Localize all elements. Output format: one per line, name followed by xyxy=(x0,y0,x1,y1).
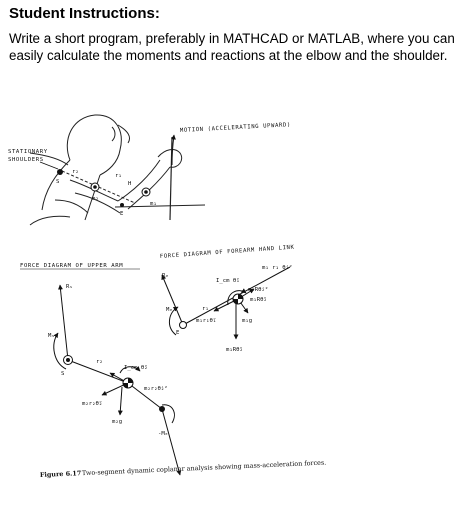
stationary-label-1: STATIONARY xyxy=(8,149,48,155)
fa-re: Rₑ xyxy=(162,273,169,279)
ua-m2r2w: m₂r₂θ̇₂² xyxy=(144,385,168,392)
upper-arm-title: FORCE DIAGRAM OF UPPER ARM xyxy=(20,263,123,269)
fa-m1rw2: m₁Rθ̇₂² xyxy=(248,286,268,293)
fa-icm: I_cm θ̈₁ xyxy=(216,278,240,284)
sketch-label-r1: r₁ xyxy=(115,173,122,179)
sketch-joints xyxy=(57,169,151,207)
stationary-leader xyxy=(39,161,59,170)
fa-m1ra: m₁Rθ̈₂ xyxy=(250,297,267,303)
motion-label: MOTION (ACCELERATING UPWARD) xyxy=(180,122,291,134)
caption-label: Figure 6.17 xyxy=(40,469,82,479)
ua-m2r2a: m₂r₂θ̈₂ xyxy=(82,401,102,407)
arm-sketch xyxy=(29,114,206,226)
fa-r1: r₁ xyxy=(202,306,209,312)
sketch-label-m2: m₂ xyxy=(92,196,99,202)
caption-text: Two-segment dynamic coplanar analysis sh… xyxy=(82,459,327,478)
fa-e: E xyxy=(176,330,180,336)
upper-arm-diagram xyxy=(53,284,182,476)
ua-neg-me: -Mₑ xyxy=(158,431,168,437)
fa-m1g: m₁g xyxy=(242,318,252,324)
ua-r2: r₂ xyxy=(96,359,103,365)
figure-caption: Figure 6.17 Two-segment dynamic coplanar… xyxy=(40,459,327,479)
sketch-label-m1: m₁ xyxy=(150,201,157,207)
fa-m1rw2b: m₁Rθ̈₂ xyxy=(226,347,243,353)
instructions-heading: Student Instructions: xyxy=(9,5,160,22)
sketch-label-e: E xyxy=(120,211,124,217)
figure-6-17: MOTION (ACCELERATING UPWARD) STATIONARY … xyxy=(8,114,327,479)
ua-ms: Mₛ xyxy=(48,333,55,339)
instructions-text: Write a short program, preferably in MAT… xyxy=(9,31,455,63)
ua-icm: I_cm θ̈₂ xyxy=(124,365,148,371)
fa-me: Mₑ xyxy=(166,307,173,313)
ua-m2g: m₂g xyxy=(112,419,122,425)
stationary-label-2: SHOULDERS xyxy=(8,157,44,163)
fa-m1r1w: m₁ r₁ θ̇₁² xyxy=(262,264,292,271)
fa-m1r1a1: m₁r₁θ̈₁ xyxy=(196,318,216,324)
sketch-label-r2: r₂ xyxy=(72,169,79,175)
motion-arrow xyxy=(170,134,176,166)
sketch-label-h: H xyxy=(128,181,131,187)
elbow-joint-upper xyxy=(159,406,165,412)
sketch-label-s: S xyxy=(56,179,59,185)
forearm-title: FORCE DIAGRAM OF FOREARM HAND LINK xyxy=(160,245,295,260)
ua-rs: Rₛ xyxy=(66,284,73,290)
elbow-joint-forearm xyxy=(179,321,187,329)
ua-s: S xyxy=(61,371,64,377)
